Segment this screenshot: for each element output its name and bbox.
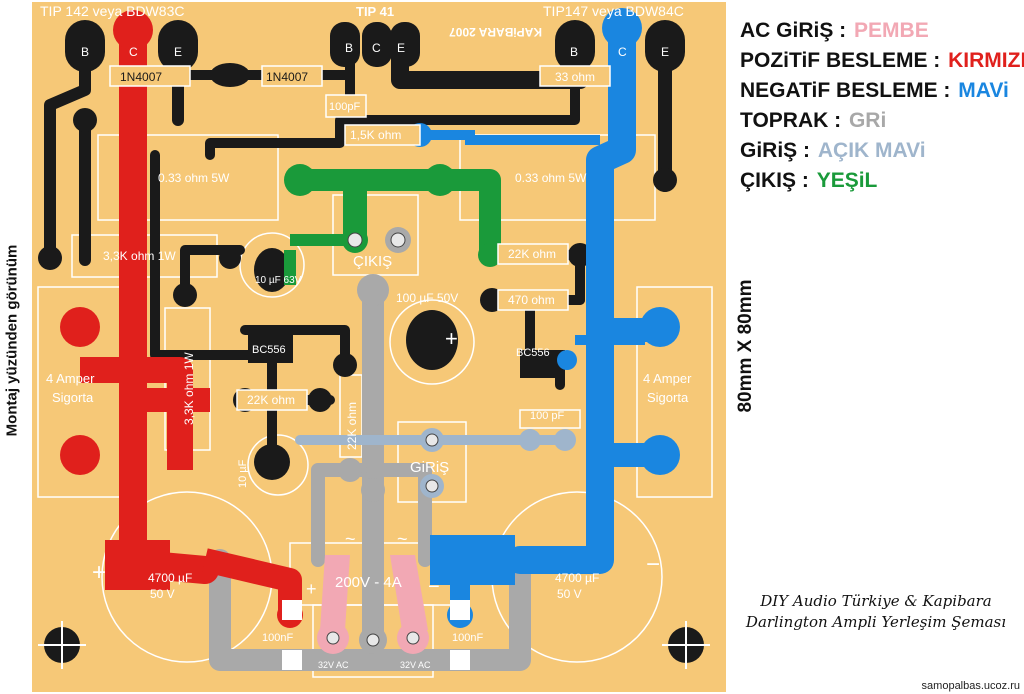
component-bodies <box>109 65 611 429</box>
res-033-right-label: 0.33 ohm 5W <box>515 171 587 185</box>
legend-value: PEMBE <box>854 19 929 42</box>
fuse-right-line2: Sigorta <box>647 390 689 405</box>
legend-label: GiRiŞ : <box>740 139 811 162</box>
bridge-label: 200V - 4A <box>335 574 402 591</box>
cap-left-plus: + <box>92 559 106 586</box>
pin-b-2: B <box>345 41 353 55</box>
negative-supply <box>408 8 680 628</box>
legend-value: YEŞiL <box>816 169 878 192</box>
legend-value: AÇIK MAVi <box>817 139 926 162</box>
res-033-left-label: 0.33 ohm 5W <box>158 171 230 185</box>
cap-4700-left-line2: 50 V <box>150 587 175 601</box>
legend-value: KIRMIZI <box>948 49 1024 72</box>
res-33-label: 33 ohm <box>555 70 595 84</box>
cap-right-minus: − <box>646 551 660 578</box>
input-label: GiRiŞ <box>410 459 449 476</box>
pin-c-2: C <box>372 41 381 55</box>
cap-100pf-mid-label: 100 pF <box>530 410 565 422</box>
fuse-right-line1: 4 Amper <box>643 371 692 386</box>
cap-100nf-left-label: 100nF <box>262 632 293 644</box>
res-22k-right-label: 22K ohm <box>508 247 556 261</box>
ac-right-label: 32V AC <box>400 660 431 670</box>
cap-10uf-63v-label: 10 µF 63V <box>255 275 302 286</box>
ac-input-traces <box>317 555 429 654</box>
pin-c-3: C <box>618 45 627 59</box>
caption-line-1: DIY Audio Türkiye & Kapibara <box>760 592 992 610</box>
pcb-layout-diagram: TIP 142 veya BDW83C TIP 41 TIP147 veya B… <box>32 2 726 692</box>
brand-label: KAPiBARA 2007 <box>449 25 542 39</box>
bridge-minus: − <box>428 576 440 598</box>
res-22k-vert-label: 22K ohm <box>345 402 359 450</box>
pin-c-1: C <box>129 45 138 59</box>
res-22k-mid-label: 22K ohm <box>247 393 295 407</box>
output-label: ÇIKIŞ <box>353 253 392 270</box>
view-side-label: Montaj yüzünden görünüm <box>3 244 21 437</box>
res-15k-label: 1,5K ohm <box>350 128 401 142</box>
signal-pads <box>38 20 685 480</box>
board-size-label: 80mm X 80mm <box>735 279 756 413</box>
bc556-left-label: BC556 <box>252 344 286 356</box>
bridge-plus: + <box>306 579 317 599</box>
legend-value: MAVi <box>958 79 1009 102</box>
legend-output: ÇIKIŞ : YEŞiL <box>740 166 1024 196</box>
legend-ac-input: AC GiRiŞ : PEMBE <box>740 16 1024 46</box>
pin-b-3: B <box>570 45 578 59</box>
caption-line-2: Darlington Ampli Yerleşim Şeması <box>745 613 1007 631</box>
color-legend: AC GiRiŞ : PEMBE POZiTiF BESLEME : KIRMI… <box>740 16 1024 196</box>
diode-2-label: 1N4007 <box>266 70 308 84</box>
legend-negative-supply: NEGATiF BESLEME : MAVi <box>740 76 1024 106</box>
cap-plus-sign: + <box>445 326 458 351</box>
tip147-label: TIP147 veya BDW84C <box>543 3 684 19</box>
legend-label: POZiTiF BESLEME : <box>740 49 941 72</box>
legend-input: GiRiŞ : AÇIK MAVi <box>740 136 1024 166</box>
fuse-left-line1: 4 Amper <box>46 371 95 386</box>
legend-label: AC GiRiŞ : <box>740 19 847 42</box>
res-470-label: 470 ohm <box>508 293 555 307</box>
diode-1-label: 1N4007 <box>120 70 162 84</box>
tip142-label: TIP 142 veya BDW83C <box>40 3 184 19</box>
pin-b-1: B <box>81 45 89 59</box>
cap-4700-right-line1: 4700 µF <box>555 571 599 585</box>
ac-left-label: 32V AC <box>318 660 349 670</box>
terminal-pads <box>282 227 470 670</box>
legend-label: TOPRAK : <box>740 109 842 132</box>
res-33k-1w-label: 3,3K ohm 1W <box>103 249 176 263</box>
pin-e-2: E <box>397 41 405 55</box>
bridge-tilde-left: ~ <box>345 529 356 549</box>
legend-ground: TOPRAK : GRi <box>740 106 1024 136</box>
legend-positive-supply: POZiTiF BESLEME : KIRMIZI <box>740 46 1024 76</box>
site-watermark: samopalbas.ucoz.ru <box>921 680 1020 692</box>
cap-100pf-top-label: 100pF <box>329 101 360 113</box>
legend-value: GRi <box>848 109 887 132</box>
pin-e-3: E <box>661 45 669 59</box>
caption: DIY Audio Türkiye & Kapibara Darlington … <box>728 591 1024 633</box>
legend-label: NEGATiF BESLEME : <box>740 79 951 102</box>
cap-4700-right-line2: 50 V <box>557 587 582 601</box>
tip41-label: TIP 41 <box>356 4 394 19</box>
bc556-right-label: BC556 <box>516 347 550 359</box>
cap-100uf-label: 100 µF 50V <box>396 291 458 305</box>
mounting-holes <box>38 621 710 669</box>
bridge-tilde-right: ~ <box>397 529 408 549</box>
cap-4700-left-line1: 4700 µF <box>148 571 192 585</box>
cap-100nf-right-label: 100nF <box>452 632 483 644</box>
pin-e-1: E <box>174 45 182 59</box>
cap-10uf-vert-label: 10 µF <box>237 459 249 488</box>
legend-label: ÇIKIŞ : <box>740 169 809 192</box>
fuse-left-line2: Sigorta <box>52 390 94 405</box>
positive-supply <box>60 10 303 628</box>
res-33k-vert-label: 3,3K ohm 1W <box>182 352 196 425</box>
